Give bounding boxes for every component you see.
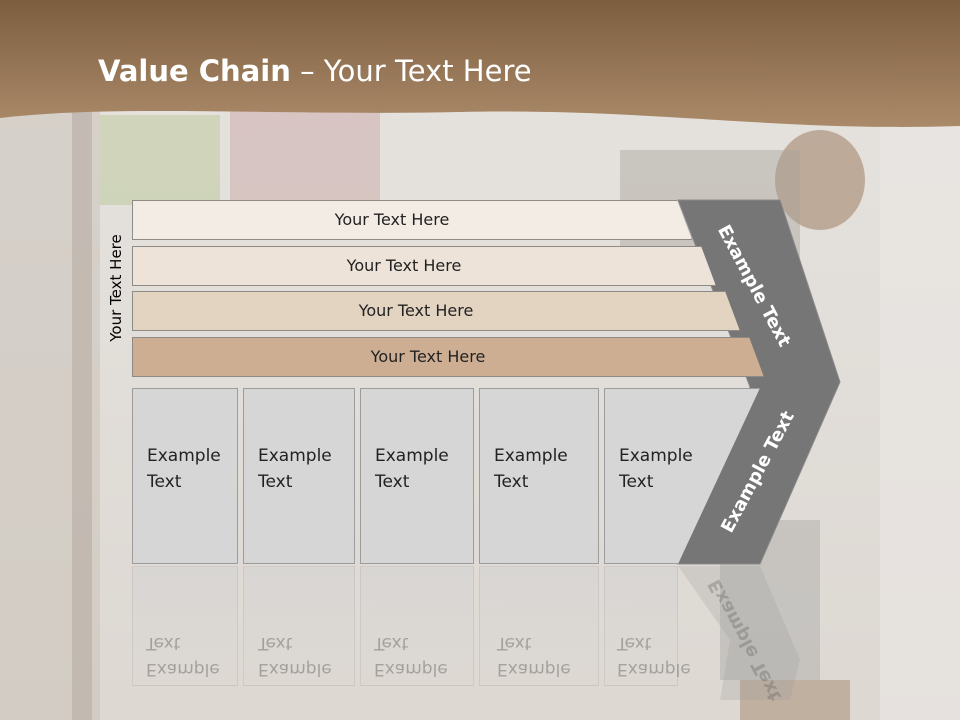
column-1[interactable]: Example Text (132, 388, 238, 564)
chevron-reflection (678, 566, 800, 700)
column-3-reflection (360, 566, 474, 686)
column-3-line2: Text (375, 472, 410, 492)
column-1-line2: Text (147, 472, 182, 492)
title-bold: Value Chain (98, 54, 291, 88)
row-1[interactable]: Your Text Here (132, 200, 692, 240)
row-1-label: Your Text Here (334, 210, 450, 229)
column-4[interactable]: Example Text (479, 388, 599, 564)
column-2-reflection (243, 566, 355, 686)
column-5-line1: Example (619, 446, 693, 466)
column-2[interactable]: Example Text (243, 388, 355, 564)
column-5-line2: Text (619, 472, 654, 492)
column-2-line1: Example (258, 446, 332, 466)
column-1-line1: Example (147, 446, 221, 466)
column-4-line2: Text (494, 472, 529, 492)
column-3[interactable]: Example Text (360, 388, 474, 564)
row-4-label: Your Text Here (370, 347, 486, 366)
column-1-reflection (132, 566, 238, 686)
slide-title: Value Chain – Your Text Here (98, 54, 532, 88)
row-3-label: Your Text Here (358, 301, 474, 320)
column-4-reflection (479, 566, 599, 686)
row-3[interactable]: Your Text Here (132, 291, 740, 331)
title-rest: – Your Text Here (290, 54, 532, 88)
column-4-line1: Example (494, 446, 568, 466)
row-2-label: Your Text Here (346, 256, 462, 275)
column-3-line1: Example (375, 446, 449, 466)
row-2[interactable]: Your Text Here (132, 246, 716, 286)
column-5-reflection (604, 566, 678, 686)
column-2-line2: Text (258, 472, 293, 492)
row-4[interactable]: Your Text Here (132, 337, 764, 377)
